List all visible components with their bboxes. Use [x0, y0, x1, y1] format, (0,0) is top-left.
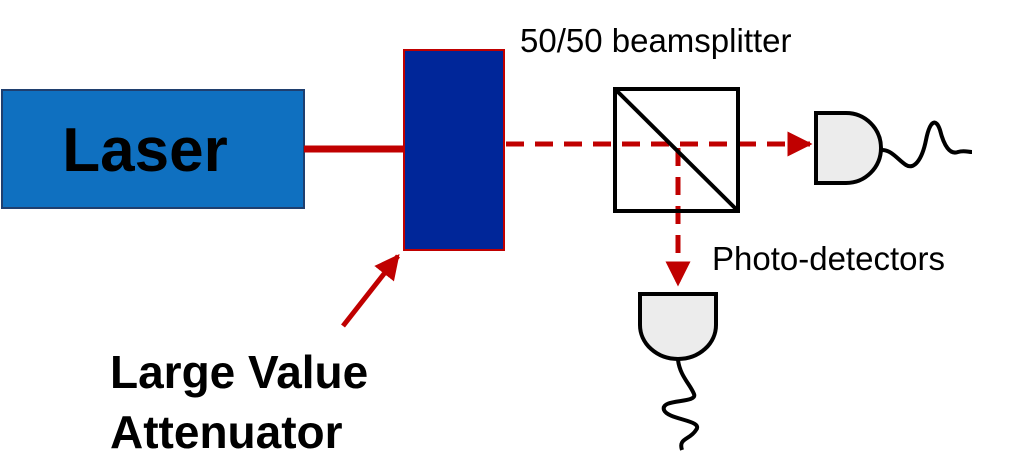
photodetector-right	[814, 111, 973, 185]
photodetectors-label: Photo-detectors	[712, 240, 945, 277]
photodetector-bottom-body	[638, 292, 718, 361]
photodetector-bottom	[638, 292, 718, 451]
photodetector-bottom-signal	[661, 359, 700, 451]
beamsplitter-label: 50/50 beamsplitter	[520, 22, 792, 59]
laser-label: Laser	[62, 116, 227, 185]
attenuator-callout-arrow	[341, 254, 400, 328]
beamsplitter-diagonal	[615, 89, 738, 211]
attenuator-label-line2: Attenuator	[110, 406, 343, 458]
laser-box	[1, 89, 305, 209]
attenuator-label: Large Value Attenuator	[110, 346, 368, 458]
photodetector-right-signal	[881, 120, 973, 169]
attenuator-block	[403, 49, 505, 251]
laser-source: Laser	[1, 89, 305, 209]
beamsplitter-outline	[613, 87, 740, 213]
beamsplitter-cube	[613, 87, 740, 213]
photodetector-right-body	[814, 111, 883, 185]
attenuator-label-line1: Large Value	[110, 346, 368, 398]
